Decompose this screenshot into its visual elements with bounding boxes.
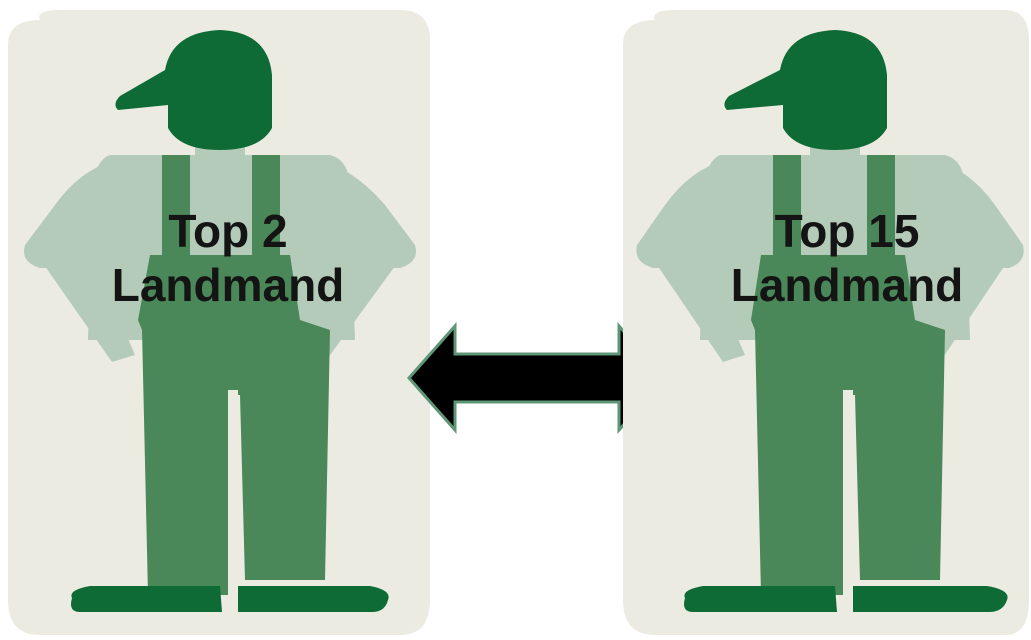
farmer-left: Top 2 Landmand: [0, 0, 440, 640]
farmer-label-left: Top 2 Landmand: [68, 204, 388, 312]
farmer-label-left-line2: Landmand: [68, 258, 388, 312]
farmer-icon: [0, 0, 440, 640]
farmer-label-left-line1: Top 2: [68, 204, 388, 258]
farmer-right: Top 15 Landmand: [615, 0, 1031, 640]
farmer-label-right-line2: Landmand: [687, 258, 1007, 312]
farmer-label-right: Top 15 Landmand: [687, 204, 1007, 312]
farmer-icon: [615, 0, 1031, 640]
farmer-label-right-line1: Top 15: [687, 204, 1007, 258]
